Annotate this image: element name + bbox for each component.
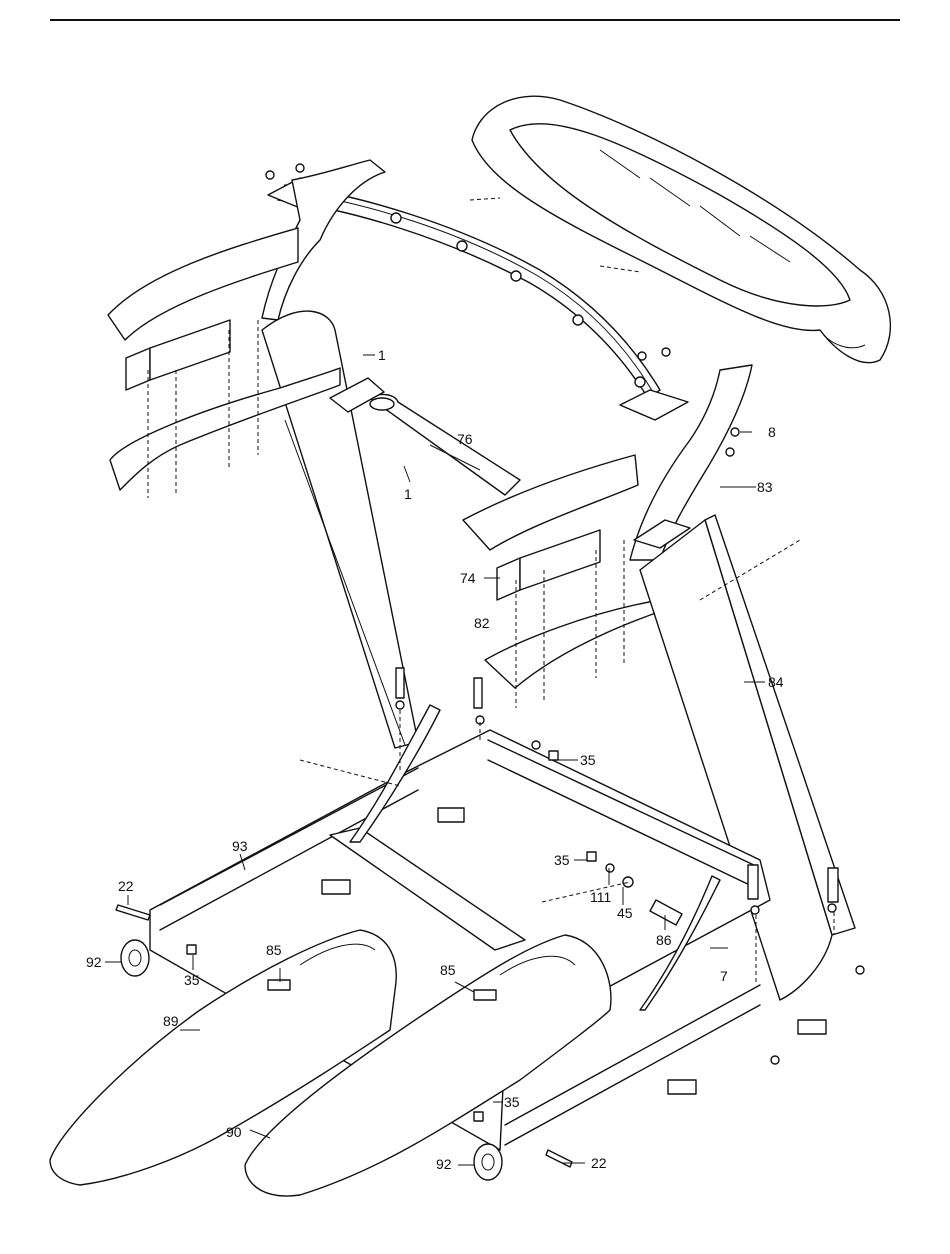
callout-111: 111 — [590, 889, 611, 905]
callout-85-left: 85 — [266, 942, 282, 958]
callout-35-lower-left: 35 — [184, 972, 200, 988]
callout-35-middle: 35 — [554, 852, 570, 868]
callout-83: 83 — [757, 479, 773, 495]
callout-85-right: 85 — [440, 962, 456, 978]
callout-74: 74 — [460, 570, 476, 586]
callout-45: 45 — [617, 905, 633, 921]
callout-89: 89 — [163, 1013, 179, 1029]
callout-93: 93 — [232, 838, 248, 854]
console-tray — [472, 96, 890, 362]
callout-22-left: 22 — [118, 878, 134, 894]
callout-1-upper: 1 — [378, 347, 386, 363]
callout-35-upper: 35 — [580, 752, 596, 768]
right-top-plate — [620, 390, 688, 420]
callout-76: 76 — [457, 431, 473, 447]
callout-1-lower: 1 — [404, 486, 412, 502]
callout-22-right: 22 — [591, 1155, 607, 1171]
callout-7: 7 — [720, 968, 728, 984]
bolt-22-left — [116, 905, 150, 920]
callout-86: 86 — [656, 932, 672, 948]
callout-90: 90 — [226, 1124, 242, 1140]
bolt-22-right — [546, 1150, 572, 1167]
wheel-right — [474, 1144, 502, 1180]
callout-92-left: 92 — [86, 954, 102, 970]
wheel-left — [121, 940, 149, 976]
callout-8: 8 — [768, 424, 776, 440]
callout-82: 82 — [474, 615, 490, 631]
right-handrail — [463, 455, 670, 688]
callout-84: 84 — [768, 674, 784, 690]
callout-92-right: 92 — [436, 1156, 452, 1172]
callout-35-lower-right: 35 — [504, 1094, 520, 1110]
